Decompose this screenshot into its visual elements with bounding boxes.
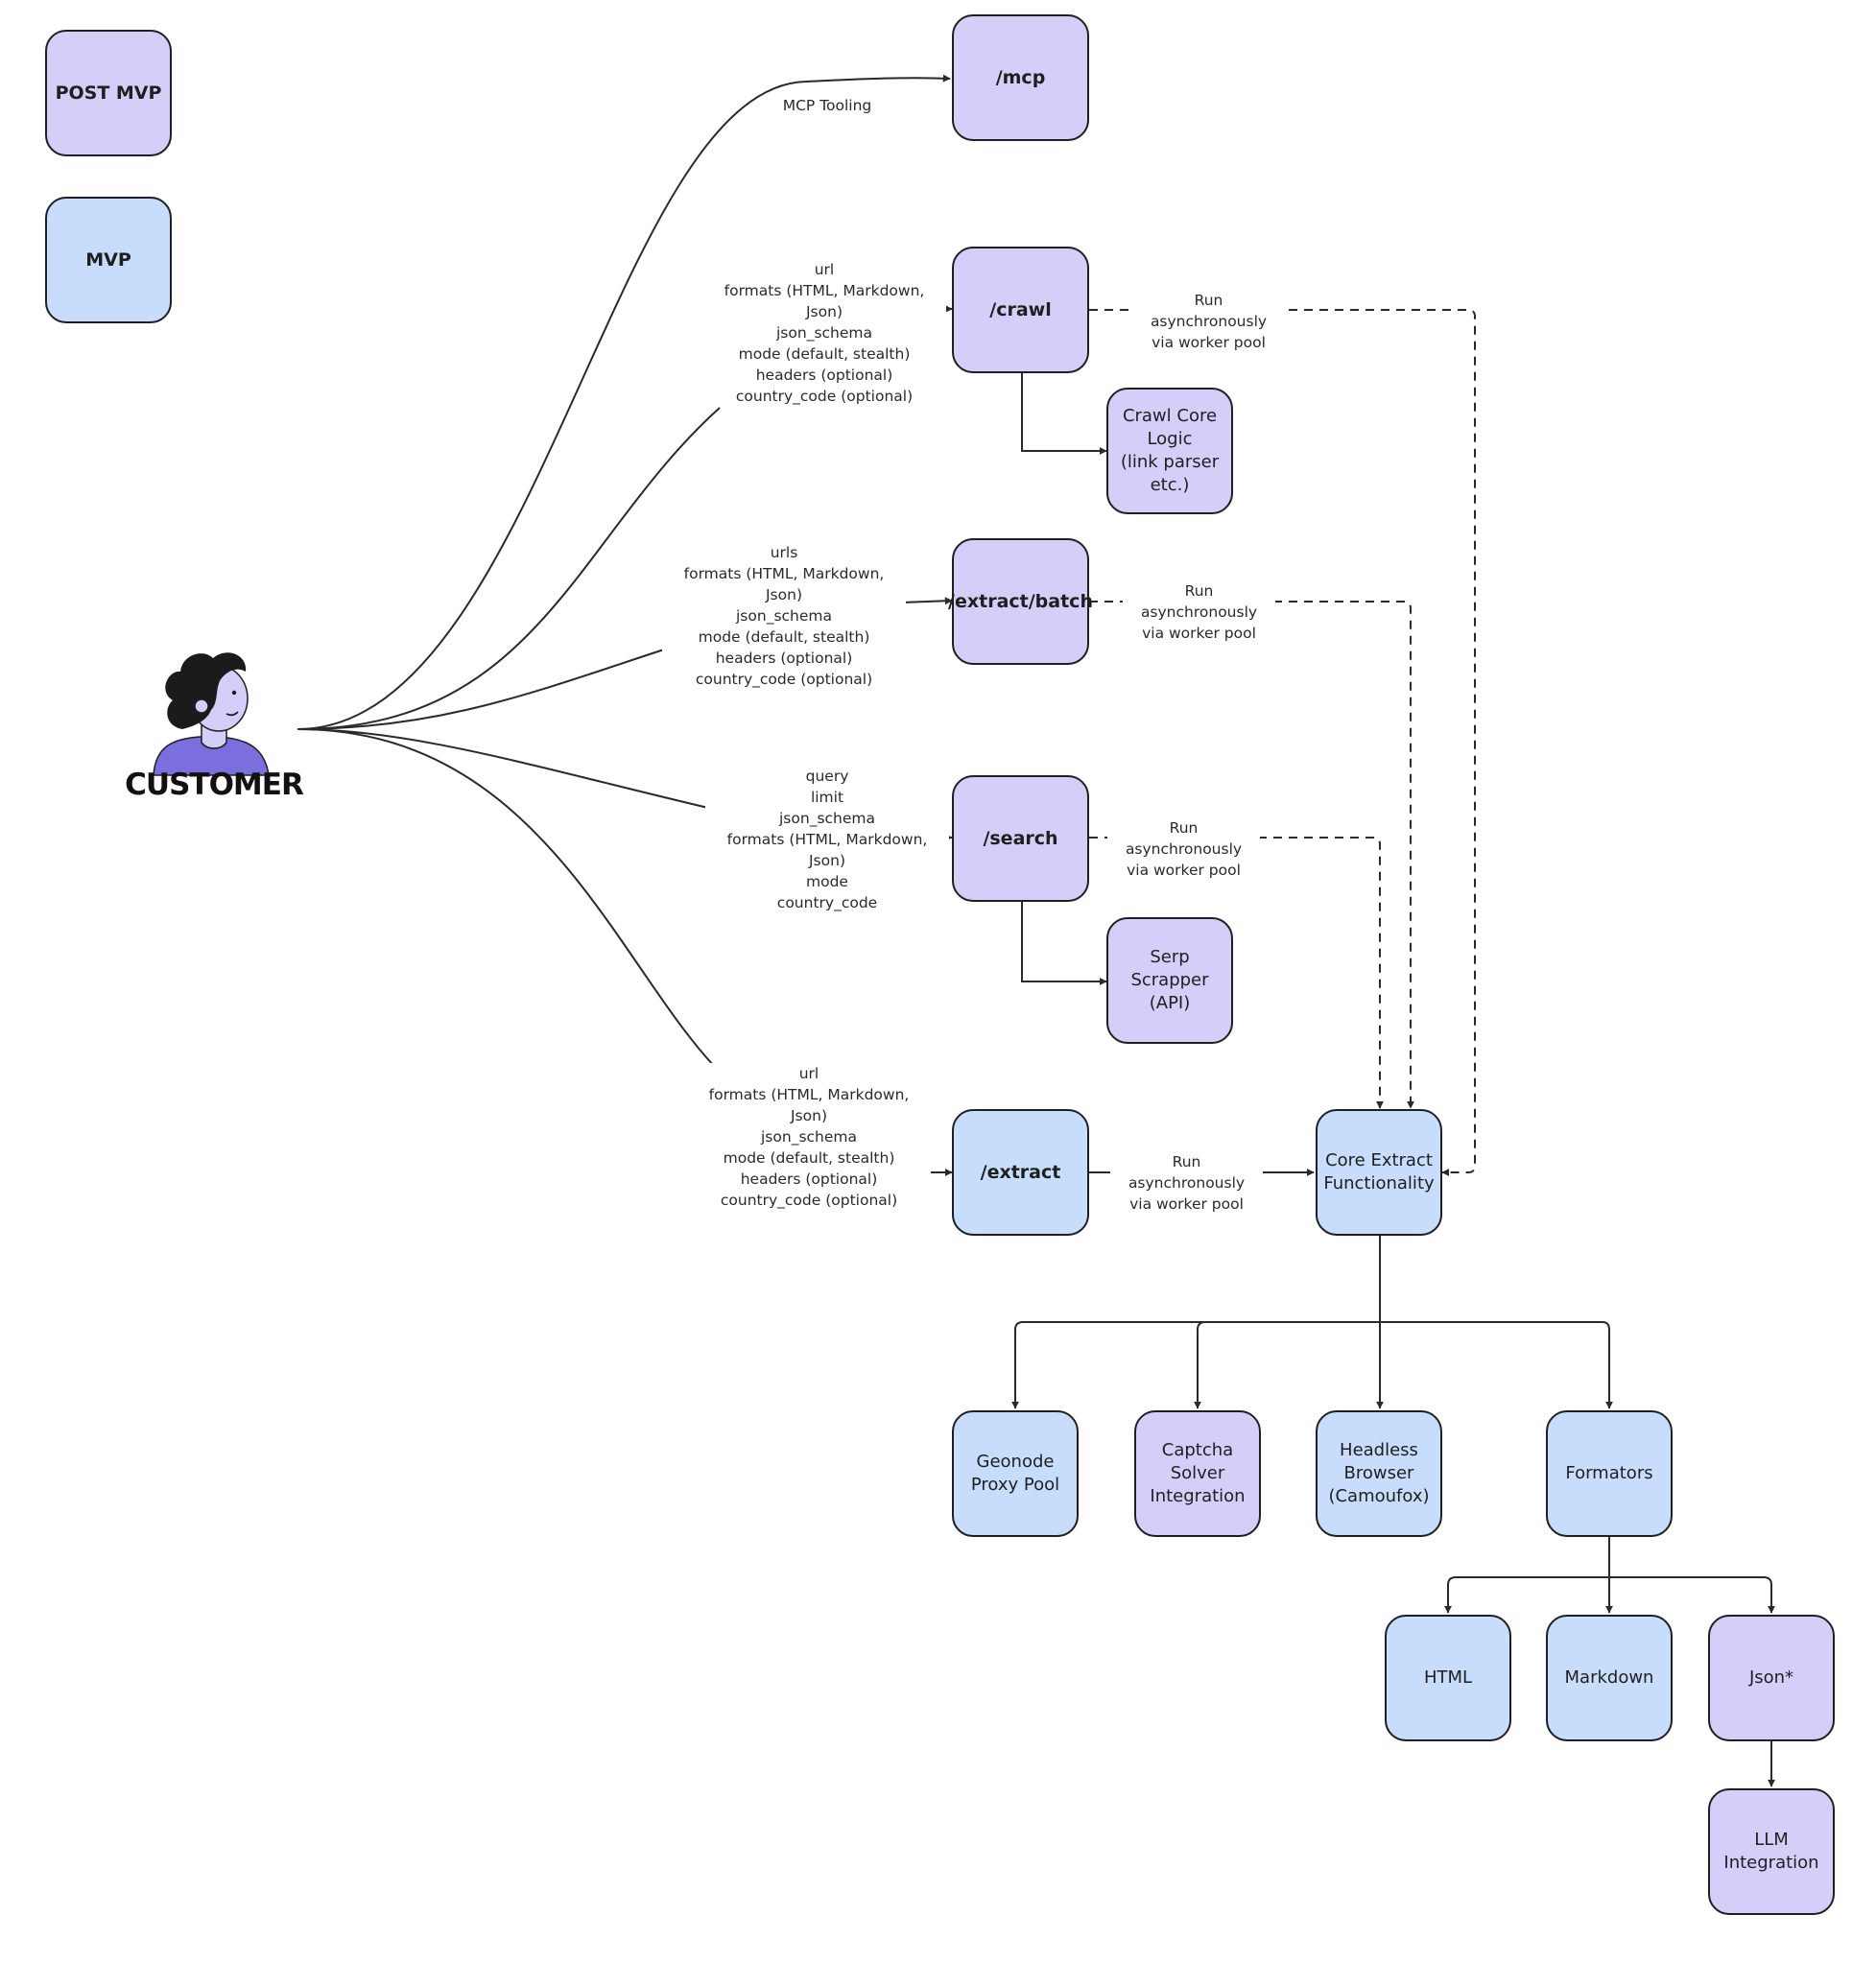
search-async-dashed [1089, 837, 1384, 1109]
markdown-format-node: Markdown [1546, 1615, 1673, 1741]
customer-avatar-icon [153, 652, 270, 776]
endpoint-extract[interactable]: /extract [952, 1109, 1089, 1236]
customer-to-extract-batch-curve [297, 649, 665, 730]
json-format-node: Json* [1708, 1615, 1835, 1741]
formators-to-html-connector [1444, 1576, 1609, 1614]
headless-browser-node: Headless Browser (Camoufox) [1316, 1410, 1442, 1537]
extract-batch-async-label: Run asynchronously via worker pool [1123, 580, 1275, 644]
extract-batch-lead-arrow [901, 597, 953, 605]
core-to-formators-connector [1380, 1321, 1613, 1409]
captcha-solver-node: Captcha Solver Integration [1134, 1410, 1261, 1537]
crawl-to-core-connector [1021, 373, 1107, 455]
core-extract-node: Core Extract Functionality [1316, 1109, 1442, 1236]
extract-batch-params-label: urls formats (HTML, Markdown, Json) json… [662, 542, 906, 690]
crawl-async-label: Run asynchronously via worker pool [1132, 290, 1285, 353]
core-to-geonode-connector [1011, 1321, 1380, 1409]
endpoint-crawl[interactable]: /crawl [952, 247, 1089, 373]
customer-label: CUSTOMER [125, 768, 304, 802]
endpoint-search[interactable]: /search [952, 775, 1089, 902]
extract-params-label: url formats (HTML, Markdown, Json) json_… [687, 1063, 931, 1211]
customer-to-search-curve [297, 728, 709, 809]
llm-integration-node: LLM Integration [1708, 1788, 1835, 1915]
html-format-node: HTML [1385, 1615, 1511, 1741]
endpoint-extract-batch[interactable]: /extract/batch [948, 538, 1093, 665]
core-to-captcha-connector [1194, 1321, 1206, 1409]
extract-batch-async-dashed [1089, 601, 1414, 1109]
serp-scrapper-node: Serp Scrapper (API) [1106, 917, 1233, 1044]
formators-node: Formators [1546, 1410, 1673, 1537]
crawl-core-logic-node: Crawl Core Logic (link parser etc.) [1106, 388, 1233, 514]
crawl-params-label: url formats (HTML, Markdown, Json) json_… [702, 259, 946, 407]
search-params-label: query limit json_schema formats (HTML, M… [705, 766, 949, 913]
customer-to-crawl-curve [297, 407, 721, 730]
crawl-async-dashed [1089, 309, 1476, 1176]
legend-post-mvp: POST MVP [45, 30, 172, 156]
search-async-label: Run asynchronously via worker pool [1107, 817, 1260, 881]
geonode-proxy-pool-node: Geonode Proxy Pool [952, 1410, 1079, 1537]
search-to-serp-connector [1021, 902, 1107, 985]
formators-to-json-connector [1609, 1576, 1775, 1614]
mcp-tooling-label: MCP Tooling [768, 95, 887, 116]
endpoint-mcp[interactable]: /mcp [952, 14, 1089, 141]
legend-mvp: MVP [45, 197, 172, 323]
customer-to-mcp-curve [297, 74, 951, 730]
extract-async-label: Run asynchronously via worker pool [1110, 1151, 1263, 1215]
customer-to-extract-curve [297, 728, 716, 1068]
